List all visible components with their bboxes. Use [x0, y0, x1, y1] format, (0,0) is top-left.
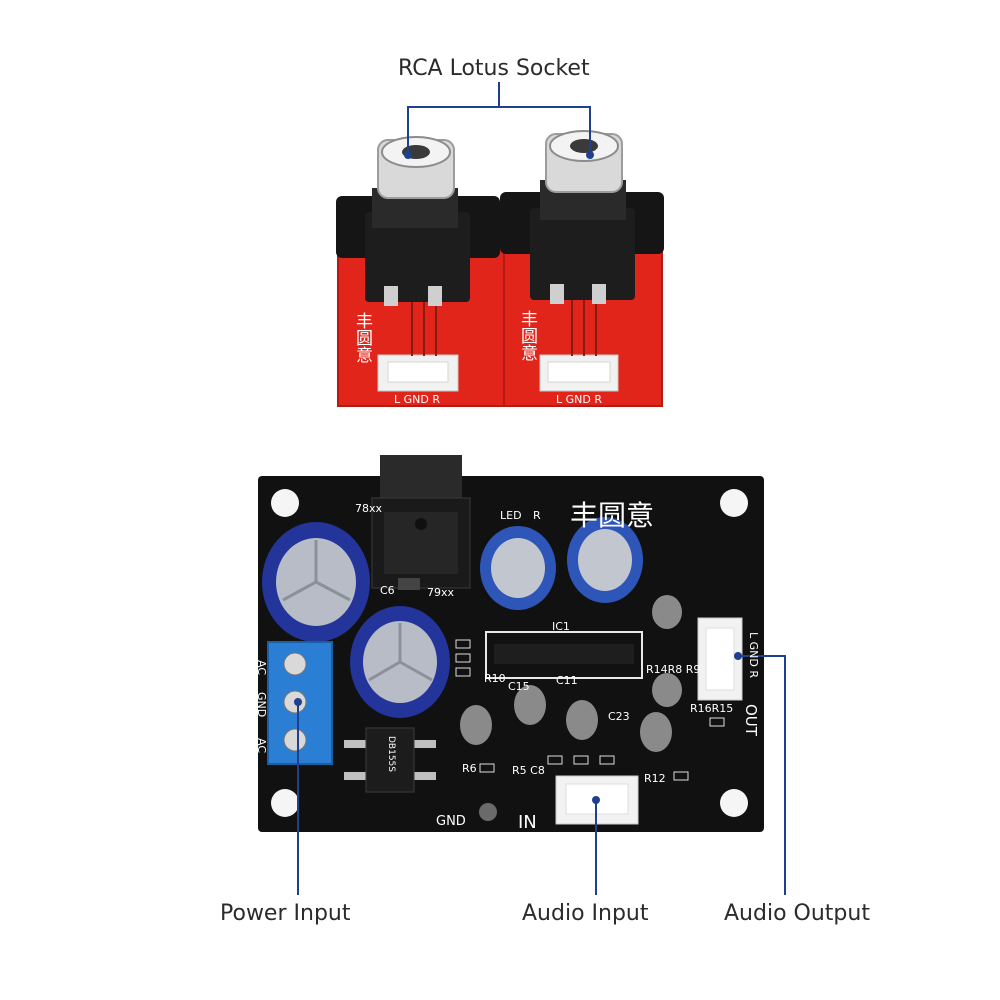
- c6-label: C6: [380, 584, 395, 597]
- power-input-label: Power Input: [220, 901, 351, 926]
- rca-jack-right: [500, 130, 664, 304]
- c23-label: C23: [608, 710, 630, 723]
- vcc-label: VCC: [240, 612, 258, 644]
- r-label: R: [533, 509, 541, 522]
- leader-lines: [297, 82, 786, 895]
- rectifier-label: DB155S: [386, 736, 396, 772]
- rca-left-pin-label: L GND R: [394, 393, 440, 406]
- gnd-pin-label: GND: [255, 692, 268, 718]
- r10-label: R10: [484, 672, 506, 685]
- c11-label: C11: [556, 674, 578, 687]
- rca-left-brand: 丰圆意: [352, 312, 372, 363]
- c15-label: C15: [508, 680, 530, 693]
- gnd-pad-label: GND: [436, 814, 466, 829]
- regulator-78xx-label: 78xx: [355, 502, 383, 515]
- main-board-brand: 丰圆意: [570, 499, 655, 532]
- r5c8-label: R5 C8: [512, 764, 545, 777]
- regulator-79xx-label: 79xx: [427, 586, 455, 599]
- ac-top-label: AC: [255, 660, 268, 676]
- led-label: LED: [500, 509, 522, 522]
- capacitor-large-left: [262, 522, 370, 642]
- smd-resistors: [455, 639, 725, 781]
- r14r8r9-label: R14R8 R9: [646, 663, 701, 676]
- out-pins-label: L GND R: [747, 632, 760, 678]
- ac-bottom-label: AC: [255, 738, 268, 754]
- rca-right-pin-label: L GND R: [556, 393, 602, 406]
- audio-input-label: Audio Input: [522, 901, 649, 926]
- r12-label: R12: [644, 772, 666, 785]
- ic1-label: IC1: [552, 620, 570, 633]
- capacitor-large-center: [350, 606, 450, 718]
- out-label: OUT: [742, 704, 760, 736]
- output-connector: [697, 617, 743, 701]
- ic1-chip: [485, 631, 643, 679]
- leader-dots: [294, 151, 742, 804]
- r6-label: R6: [462, 762, 477, 775]
- rca-right-brand: 丰圆意: [517, 310, 537, 361]
- rca-lotus-socket-label: RCA Lotus Socket: [398, 56, 590, 81]
- audio-output-label: Audio Output: [724, 901, 870, 926]
- capacitor-blue-1: [480, 526, 556, 610]
- in-label: IN: [518, 812, 537, 833]
- regulator-heatsink: [371, 455, 471, 590]
- capacitor-blue-2: [567, 517, 643, 603]
- small-capacitors: [460, 595, 682, 752]
- rca-jack-left: [336, 136, 500, 306]
- bridge-rectifier: [344, 727, 436, 793]
- r16r15-label: R16R15: [690, 702, 734, 715]
